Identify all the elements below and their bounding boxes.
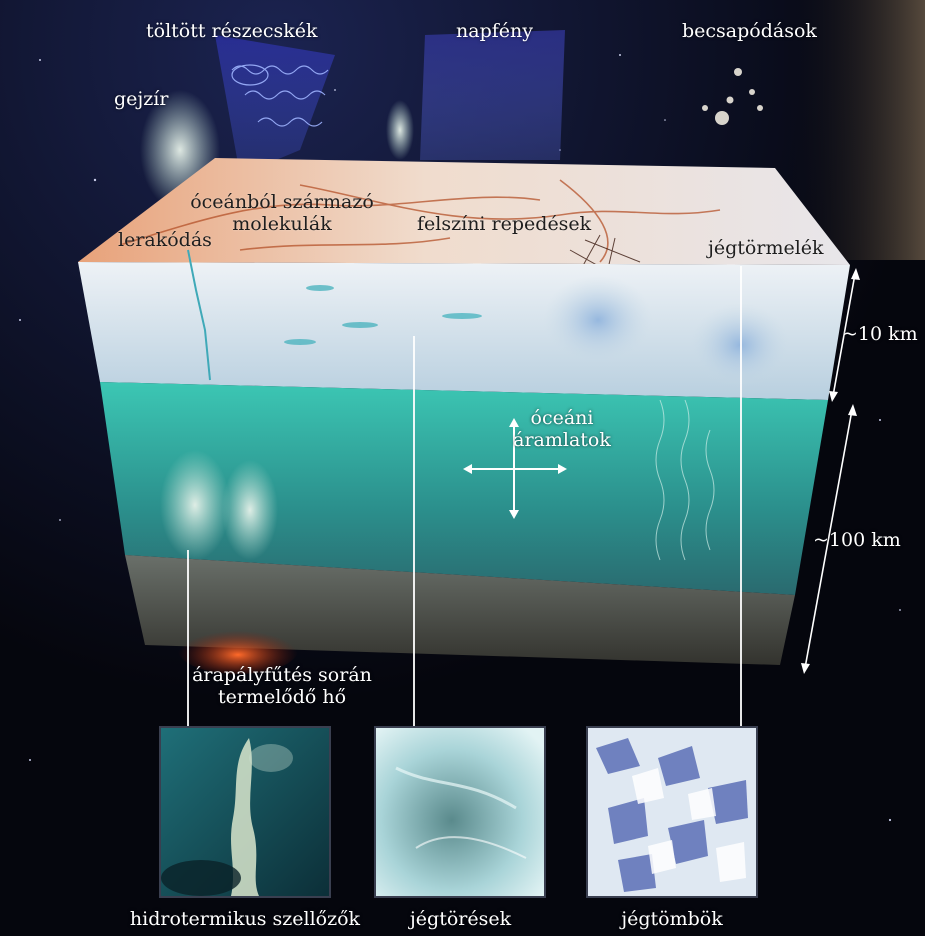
caption-ice-blocks: jégtömbök — [586, 908, 758, 930]
caption-hydrothermal-vents: hidrotermikus szellőzők — [120, 908, 370, 930]
ocean-depth-label: ~100 km — [813, 529, 901, 551]
hydrothermal-plumes — [160, 450, 278, 560]
inset-ice-fractures — [374, 726, 546, 898]
surface-cracks-label: felszíni repedések — [417, 213, 591, 235]
charged-particles-label: töltött részecskék — [146, 20, 318, 42]
sunlight-beam — [420, 30, 565, 160]
tidal-heat-label: árapályfűtés során termelődő hő — [182, 664, 382, 708]
ocean-molecules-label: óceánból származó molekulák — [186, 191, 378, 235]
deposition-label: lerakódás — [118, 229, 212, 251]
ice-swirl — [690, 303, 790, 387]
inset-hydrothermal-vents — [159, 726, 331, 898]
geyser-label: gejzír — [114, 88, 168, 110]
inset-ice-blocks — [586, 726, 758, 898]
ice-swirl — [543, 275, 653, 365]
caption-ice-fractures: jégtörések — [378, 908, 543, 930]
ice-thickness-label: ~10 km — [842, 323, 918, 345]
ocean-currents-label: óceáni áramlatok — [497, 407, 627, 451]
ice-debris-label: jégtörmelék — [708, 237, 824, 259]
impacts-label: becsapódások — [682, 20, 817, 42]
sunlight-label: napfény — [456, 20, 533, 42]
